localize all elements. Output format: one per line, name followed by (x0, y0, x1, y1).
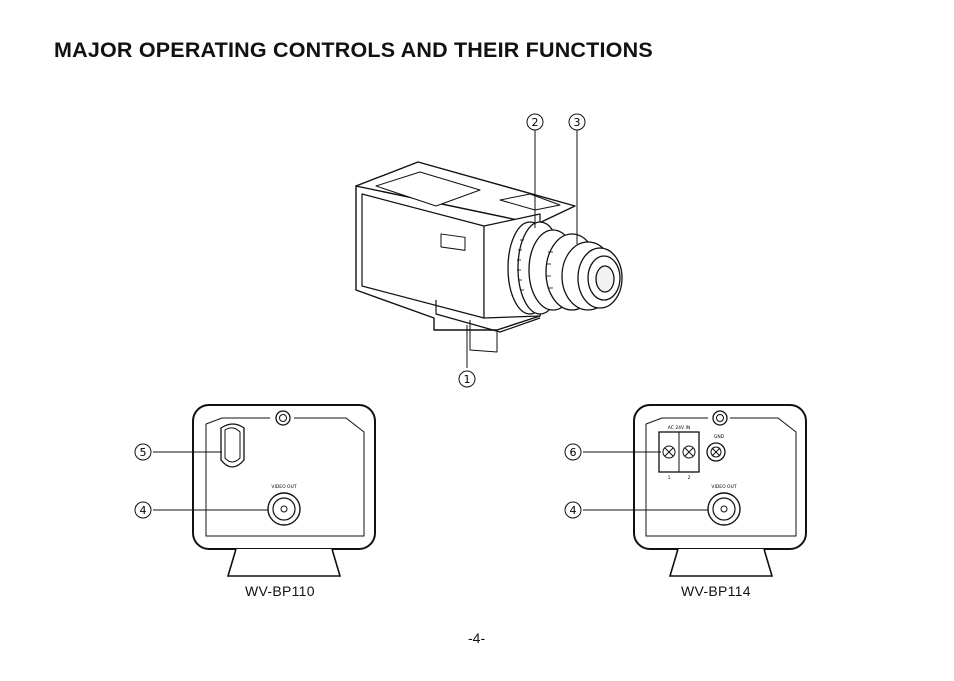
model-caption-bp110: WV-BP110 (245, 583, 315, 599)
callout-4-right: 4 (564, 501, 582, 519)
page-title: MAJOR OPERATING CONTROLS AND THEIR FUNCT… (54, 38, 653, 62)
leader-lines-bp114 (583, 451, 708, 511)
rear-panel-bp110 (192, 404, 376, 577)
terminal-label: AC 24V IN (668, 425, 691, 431)
camera-body-drawing (355, 161, 576, 353)
video-out-label-bp110: VIDEO OUT (271, 484, 297, 490)
lamp-label: GND (714, 434, 725, 440)
terminal-number-2: 2 (688, 475, 691, 481)
svg-text:6: 6 (570, 446, 577, 459)
leader-lines-bp110 (153, 451, 268, 511)
page-number: -4- (468, 630, 486, 646)
rear-panel-bp114 (633, 404, 807, 577)
leader-lines-front (466, 130, 578, 368)
svg-text:1: 1 (464, 373, 471, 386)
svg-text:4: 4 (570, 504, 577, 517)
lens-drawing (507, 221, 623, 315)
callout-4-left: 4 (134, 501, 152, 519)
video-out-label-bp114: VIDEO OUT (711, 484, 737, 490)
svg-text:2: 2 (532, 116, 539, 129)
svg-text:3: 3 (574, 116, 581, 129)
terminal-number-1: 1 (668, 475, 671, 481)
callout-2: 2 (526, 113, 544, 131)
svg-text:4: 4 (140, 504, 147, 517)
callout-1: 1 (458, 370, 476, 388)
callout-5: 5 (134, 443, 152, 461)
callout-3: 3 (568, 113, 586, 131)
svg-text:5: 5 (140, 446, 147, 459)
model-caption-bp114: WV-BP114 (681, 583, 751, 599)
callout-6: 6 (564, 443, 582, 461)
